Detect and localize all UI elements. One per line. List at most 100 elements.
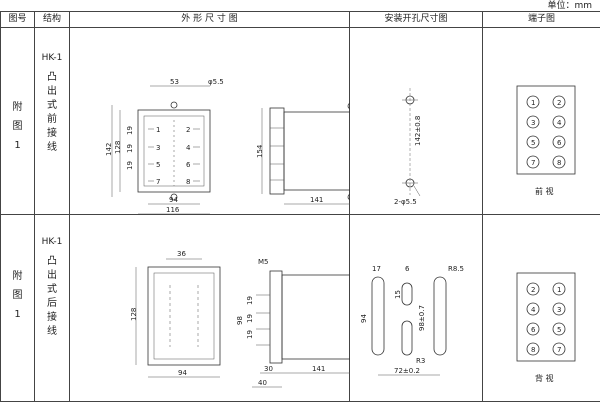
figure-char: 1 xyxy=(14,305,20,324)
structure-text: 凸 出 式 前 接 线 xyxy=(35,71,69,155)
terminal-rear-svg: 2 1 4 3 6 5 8 7 背 视 xyxy=(483,215,600,401)
pin-label: 1 xyxy=(156,126,160,134)
structure-char: 出 xyxy=(47,269,57,283)
terminal-number: 3 xyxy=(531,119,535,127)
terminal-number: 1 xyxy=(531,99,535,107)
dim-base-inner: 94 xyxy=(169,196,178,204)
dim-hole: φ5.5 xyxy=(208,78,224,86)
terminal-number: 4 xyxy=(557,119,562,127)
terminal-drawing-rear: 2 1 4 3 6 5 8 7 背 视 xyxy=(483,215,600,402)
header-structure: 结构 xyxy=(35,12,70,28)
mount-slot-top xyxy=(402,283,412,305)
dim-base: 94 xyxy=(178,369,187,377)
pin-label: 3 xyxy=(156,144,160,152)
figure-cell: 附 图 1 xyxy=(1,215,35,402)
structure-cell: HK-1 凸 出 式 后 接 线 xyxy=(35,215,70,402)
structure-char: 后 xyxy=(47,297,57,311)
terminal-number: 8 xyxy=(531,346,535,354)
terminal-drawing-front: 1 2 3 4 5 6 7 8 前 视 xyxy=(483,28,600,215)
terminal-number: 2 xyxy=(531,286,535,294)
structure-char: 接 xyxy=(47,311,57,325)
terminal-number: 6 xyxy=(557,139,562,147)
dim-mount-hole: 2-φ5.5 xyxy=(394,198,417,206)
relay-rear-flange xyxy=(270,271,282,363)
pin-label: 7 xyxy=(156,178,160,186)
dim-mount-spacing: 142±0.8 xyxy=(414,116,422,146)
dim-r: R8.5 xyxy=(448,265,464,273)
dim-pitch: 19 xyxy=(126,144,134,153)
mounting-drawing-rear: 17 6 R8.5 94 15 98±0.7 R3 72±0.2 xyxy=(350,215,483,402)
dim-height-inner: 128 xyxy=(114,141,122,154)
outline-drawing-front: 1 3 5 7 2 4 6 8 xyxy=(70,28,350,215)
view-label-rear: 背 视 xyxy=(535,373,554,383)
dim-pitch: 19 xyxy=(246,314,254,323)
mount-slot-left xyxy=(372,277,384,355)
model-code: HK-1 xyxy=(35,215,69,247)
pin-label: 6 xyxy=(186,161,191,169)
figure-char: 图 xyxy=(13,117,23,136)
terminal-number: 4 xyxy=(531,306,536,314)
terminal-front-svg: 1 2 3 4 5 6 7 8 前 视 xyxy=(483,28,600,214)
dim-top-width: 36 xyxy=(177,250,186,258)
terminal-number: 2 xyxy=(557,99,561,107)
dim-bottom: 72±0.2 xyxy=(394,367,420,375)
figure-char: 图 xyxy=(13,286,23,305)
terminal-panel xyxy=(517,86,575,174)
structure-cell: HK-1 凸 出 式 前 接 线 xyxy=(35,28,70,215)
figure-char: 1 xyxy=(14,136,20,155)
terminal-number: 6 xyxy=(531,326,536,334)
dim-pitch: 19 xyxy=(126,161,134,170)
structure-char: 接 xyxy=(47,127,57,141)
mount-slot-bottom xyxy=(402,321,412,355)
relay-side-flange xyxy=(270,108,284,194)
pin-labels-left: 1 3 5 7 xyxy=(156,126,160,186)
mounting-rear-svg: 17 6 R8.5 94 15 98±0.7 R3 72±0.2 xyxy=(350,215,483,401)
relay-rear-body xyxy=(148,267,220,365)
dim-w1: 17 xyxy=(372,265,381,273)
dim-slot: 15 xyxy=(394,290,402,299)
header-row: 图号 结构 外 形 尺 寸 图 安装开孔尺寸图 端子图 xyxy=(1,12,600,28)
structure-char: 凸 xyxy=(47,71,57,85)
structure-text: 凸 出 式 后 接 线 xyxy=(35,255,69,339)
dim-base-outer: 116 xyxy=(166,206,180,214)
structure-char: 线 xyxy=(47,141,57,155)
figure-label: 附 图 1 xyxy=(1,215,34,324)
terminal-number: 3 xyxy=(557,306,561,314)
figure-cell: 附 图 1 xyxy=(1,28,35,215)
structure-char: 线 xyxy=(47,325,57,339)
header-outline: 外 形 尺 寸 图 xyxy=(70,12,350,28)
header-terminal: 端子图 xyxy=(483,12,600,28)
figure-label: 附 图 1 xyxy=(1,28,34,155)
structure-char: 凸 xyxy=(47,255,57,269)
terminal-panel xyxy=(517,273,575,361)
row-rear-wiring: 附 图 1 HK-1 凸 出 式 后 接 线 xyxy=(1,215,600,402)
terminal-grid-rear: 2 1 4 3 6 5 8 7 xyxy=(527,283,565,355)
dim-height: 128 xyxy=(130,308,138,321)
dim-pitch: 19 xyxy=(246,330,254,339)
model-code: HK-1 xyxy=(35,28,69,63)
outline-rear-svg: 36 128 94 M5 19 19 19 98 30 xyxy=(70,215,350,401)
structure-char: 式 xyxy=(47,99,57,113)
mount-slot-right xyxy=(434,277,446,355)
figure-char: 附 xyxy=(13,267,23,286)
mounting-front-svg: 142±0.8 2-φ5.5 xyxy=(350,28,483,214)
dim-side-height: 154 xyxy=(256,144,264,158)
row-front-wiring: 附 图 1 HK-1 凸 出 式 前 接 线 xyxy=(1,28,600,215)
relay-rear-inner xyxy=(154,273,214,359)
dim-screw: M5 xyxy=(258,258,269,266)
specification-table: 图号 结构 外 形 尺 寸 图 安装开孔尺寸图 端子图 附 图 1 HK-1 凸… xyxy=(0,11,600,402)
outline-front-svg: 1 3 5 7 2 4 6 8 xyxy=(70,28,350,214)
header-mounting: 安装开孔尺寸图 xyxy=(350,12,483,28)
outline-drawing-rear: 36 128 94 M5 19 19 19 98 30 xyxy=(70,215,350,402)
terminal-number: 5 xyxy=(531,139,535,147)
pin-label: 2 xyxy=(186,126,190,134)
dim-r2: R3 xyxy=(416,357,425,365)
view-label-front: 前 视 xyxy=(535,186,554,196)
terminal-grid-front: 1 2 3 4 5 6 7 8 xyxy=(527,96,565,168)
structure-char: 式 xyxy=(47,283,57,297)
terminal-number: 1 xyxy=(557,286,561,294)
relay-rear-side xyxy=(282,275,350,359)
mounting-drawing-front: 142±0.8 2-φ5.5 xyxy=(350,28,483,215)
pin-label: 5 xyxy=(156,161,160,169)
dim-depth: 141 xyxy=(310,196,323,204)
